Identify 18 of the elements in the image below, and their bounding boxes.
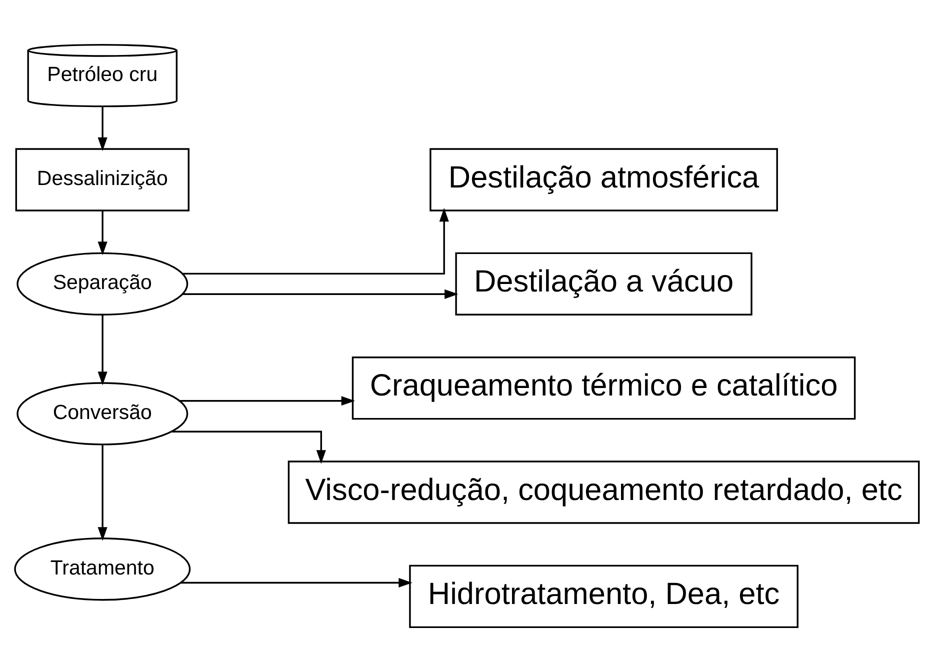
arrow <box>98 314 108 386</box>
arrow <box>98 445 108 541</box>
node-box: Dessalinizição <box>15 148 190 212</box>
node-box: Destilação atmosférica <box>430 148 778 212</box>
arrow <box>172 430 326 464</box>
arrow <box>182 208 449 275</box>
node-box: Destilação a vácuo <box>455 252 752 316</box>
node-box: Craqueamento térmico e catalítico <box>352 356 856 420</box>
arrow <box>98 211 108 256</box>
node-ellipse: Tratamento <box>14 538 191 601</box>
node-ellipse: Conversão <box>16 382 188 446</box>
arrow <box>180 578 412 588</box>
node-box: Hidrotratamento, Dea, etc <box>409 564 798 628</box>
node-box: Visco-redução, coqueamento retardado, etc <box>288 460 920 524</box>
arrow <box>180 396 355 406</box>
node-ellipse: Separação <box>16 252 188 316</box>
arrow <box>98 106 108 152</box>
arrow <box>182 289 458 299</box>
